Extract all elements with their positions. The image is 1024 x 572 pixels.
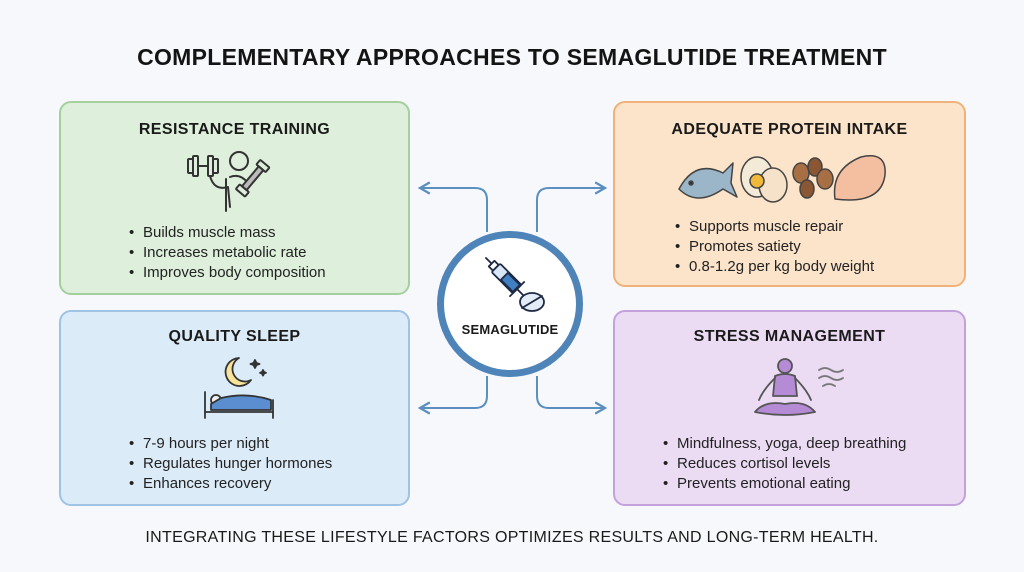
card-title: RESISTANCE TRAINING: [138, 121, 331, 138]
card-title: ADEQUATE PROTEIN INTAKE: [671, 121, 908, 138]
card-title: QUALITY SLEEP: [168, 328, 301, 345]
list-item: 7-9 hours per night: [129, 434, 332, 454]
card-protein-intake: ADEQUATE PROTEIN INTAKE Supports muscle …: [613, 101, 966, 287]
list-item: Improves body composition: [129, 263, 326, 283]
protein-foods-icon: [678, 155, 886, 203]
list-item: Promotes satiety: [675, 237, 874, 257]
center-hub: SEMAGLUTIDE: [437, 231, 583, 377]
bullet-list: Supports muscle repair Promotes satiety …: [675, 217, 874, 277]
bullet-list: 7-9 hours per night Regulates hunger hor…: [129, 434, 332, 494]
syringe-pill-icon: [485, 257, 545, 312]
list-item: Builds muscle mass: [129, 223, 326, 243]
list-item: Increases metabolic rate: [129, 243, 326, 263]
list-item: Regulates hunger hormones: [129, 454, 332, 474]
connector-top-left: [417, 181, 488, 232]
dumbbell-person-icon: [187, 151, 271, 212]
list-item: Supports muscle repair: [675, 217, 874, 237]
card-quality-sleep: QUALITY SLEEP 7-9 hours per night Regula…: [59, 310, 410, 506]
footer-note: INTEGRATING THESE LIFESTYLE FACTORS OPTI…: [145, 529, 879, 546]
connector-top-right: [536, 181, 608, 232]
sleep-bed-icon: [204, 357, 274, 419]
list-item: 0.8-1.2g per kg body weight: [675, 257, 874, 277]
card-stress-management: STRESS MANAGEMENT Mindfulness, yoga, dee…: [613, 310, 966, 506]
page-title: COMPLEMENTARY APPROACHES TO SEMAGLUTIDE …: [137, 44, 887, 70]
list-item: Enhances recovery: [129, 474, 332, 494]
list-item: Prevents emotional eating: [663, 474, 906, 494]
card-resistance-training: RESISTANCE TRAINING Builds muscle mass I…: [59, 101, 410, 295]
list-item: Reduces cortisol levels: [663, 454, 906, 474]
list-item: Mindfulness, yoga, deep breathing: [663, 434, 906, 454]
meditation-icon: [754, 358, 844, 416]
connector-bottom-left: [417, 376, 488, 415]
bullet-list: Builds muscle mass Increases metabolic r…: [129, 223, 326, 283]
center-label: SEMAGLUTIDE: [461, 322, 559, 337]
bullet-list: Mindfulness, yoga, deep breathing Reduce…: [663, 434, 906, 494]
connector-bottom-right: [536, 376, 608, 415]
card-title: STRESS MANAGEMENT: [693, 328, 886, 345]
